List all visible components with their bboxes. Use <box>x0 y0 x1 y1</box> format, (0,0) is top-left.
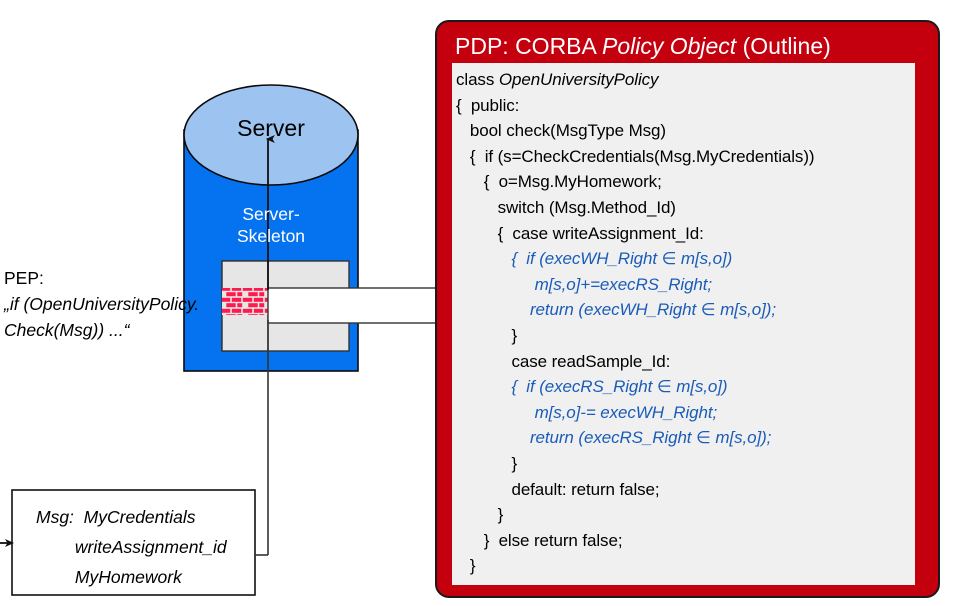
code-line: bool check(MsgType Msg) <box>456 121 666 141</box>
server-diagram <box>0 84 440 596</box>
policy-code-listing: class OpenUniversityPolicy { public: bool… <box>452 63 915 585</box>
server-skeleton-label-line-1: Server- <box>242 204 300 224</box>
code-line: } <box>456 505 504 525</box>
code-line: } <box>456 453 518 473</box>
code-identifier: OpenUniversityPolicy <box>498 70 659 89</box>
code-line: } else return false; <box>456 530 623 550</box>
server-label: Server <box>237 115 305 141</box>
server-skeleton-label-line-2: Skeleton <box>236 226 306 246</box>
pep-quote-line-1: „if (OpenUniversityPolicy. <box>4 294 200 314</box>
pep-annotation: PEP: „if (OpenUniversityPolicy. Check(Ms… <box>4 265 219 343</box>
code-line: default: return false; <box>456 479 660 499</box>
pdp-title-prefix: PDP: CORBA <box>455 33 602 59</box>
code-line: { o=Msg.MyHomework; <box>456 172 662 192</box>
pep-quote-line-2: Check(Msg)) ...“ <box>4 320 130 340</box>
code-line: } <box>456 556 476 576</box>
message-box-label: Msg: MyCredentials <box>36 507 196 527</box>
code-line: private: <box>456 579 915 585</box>
message-box-field-1: writeAssignment_id <box>74 537 227 557</box>
code-line: { if (execWH_Right ∈ m[s,o]) <box>456 249 733 269</box>
pdp-title-italic: Policy Object <box>601 33 737 59</box>
pdp-callout-connector <box>267 287 440 324</box>
pdp-title-suffix: (Outline) <box>736 33 831 59</box>
pep-title: PEP: <box>4 268 44 288</box>
message-box-field-2: MyHomework <box>74 567 182 587</box>
code-line: { if (s=CheckCredentials(Msg.MyCredentia… <box>456 146 815 166</box>
code-line: m[s,o]-= execWH_Right; <box>456 402 718 422</box>
server-skeleton-label: Server- Skeleton <box>186 203 356 247</box>
code-line: return (execWH_Right ∈ m[s,o]); <box>456 300 776 320</box>
code-line: class OpenUniversityPolicy <box>456 70 659 89</box>
code-line: case readSample_Id: <box>456 351 671 371</box>
code-line: m[s,o]+=execRS_Right; <box>456 274 713 294</box>
code-line: return (execRS_Right ∈ m[s,o]); <box>456 428 772 448</box>
message-box-content: Msg: MyCredentials writeAssignment_id My… <box>36 502 256 592</box>
code-line: { public: <box>456 95 520 115</box>
code-line: } <box>456 325 518 345</box>
message-box <box>11 489 256 596</box>
pdp-panel-title: PDP: CORBA Policy Object (Outline) <box>455 33 925 60</box>
code-line: switch (Msg.Method_Id) <box>456 197 676 217</box>
code-line: { case writeAssignment_Id: <box>456 223 704 243</box>
code-line: { if (execRS_Right ∈ m[s,o]) <box>456 377 728 397</box>
